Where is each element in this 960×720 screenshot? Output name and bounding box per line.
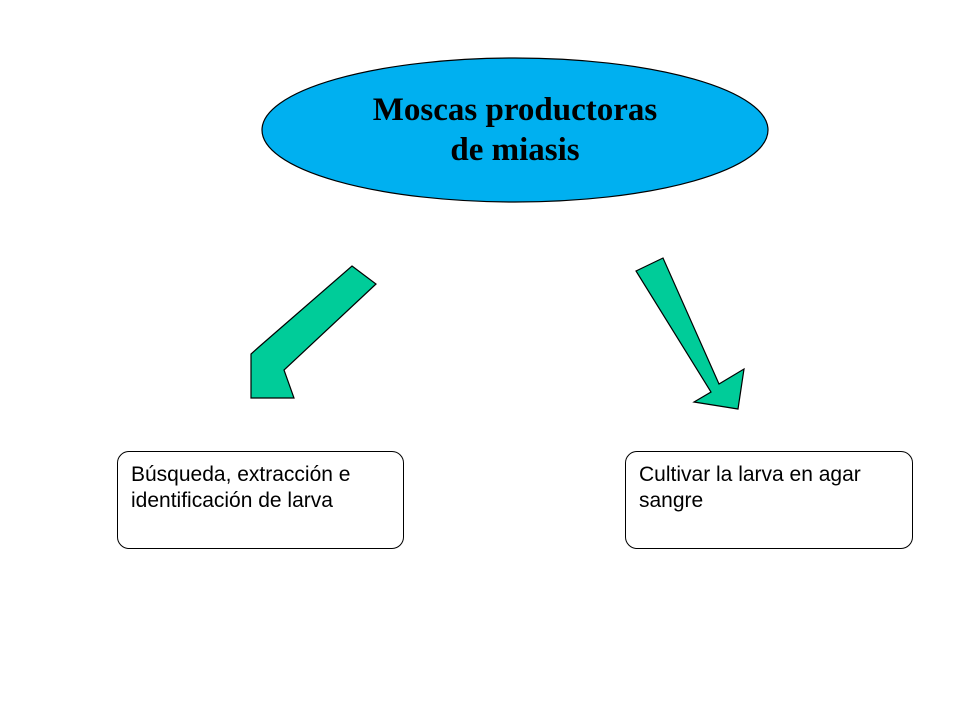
diagram-title-line1: Moscas productoras	[372, 92, 658, 128]
diagram-title-line2: de miasis	[450, 132, 580, 168]
node-culture-larva: Cultivar la larva en agar sangre	[625, 451, 913, 549]
node-culture-larva-text: Cultivar la larva en agar sangre	[639, 463, 861, 512]
node-search-extract-identify-text: Búsqueda, extracción e identificación de…	[131, 463, 351, 512]
arrow-down-right-icon	[635, 257, 745, 410]
node-search-extract-identify: Búsqueda, extracción e identificación de…	[117, 451, 404, 549]
diagram-title: Moscas productoras de miasis	[262, 82, 768, 178]
title-ellipse	[261, 57, 769, 203]
arrow-down-left-icon	[250, 265, 377, 399]
